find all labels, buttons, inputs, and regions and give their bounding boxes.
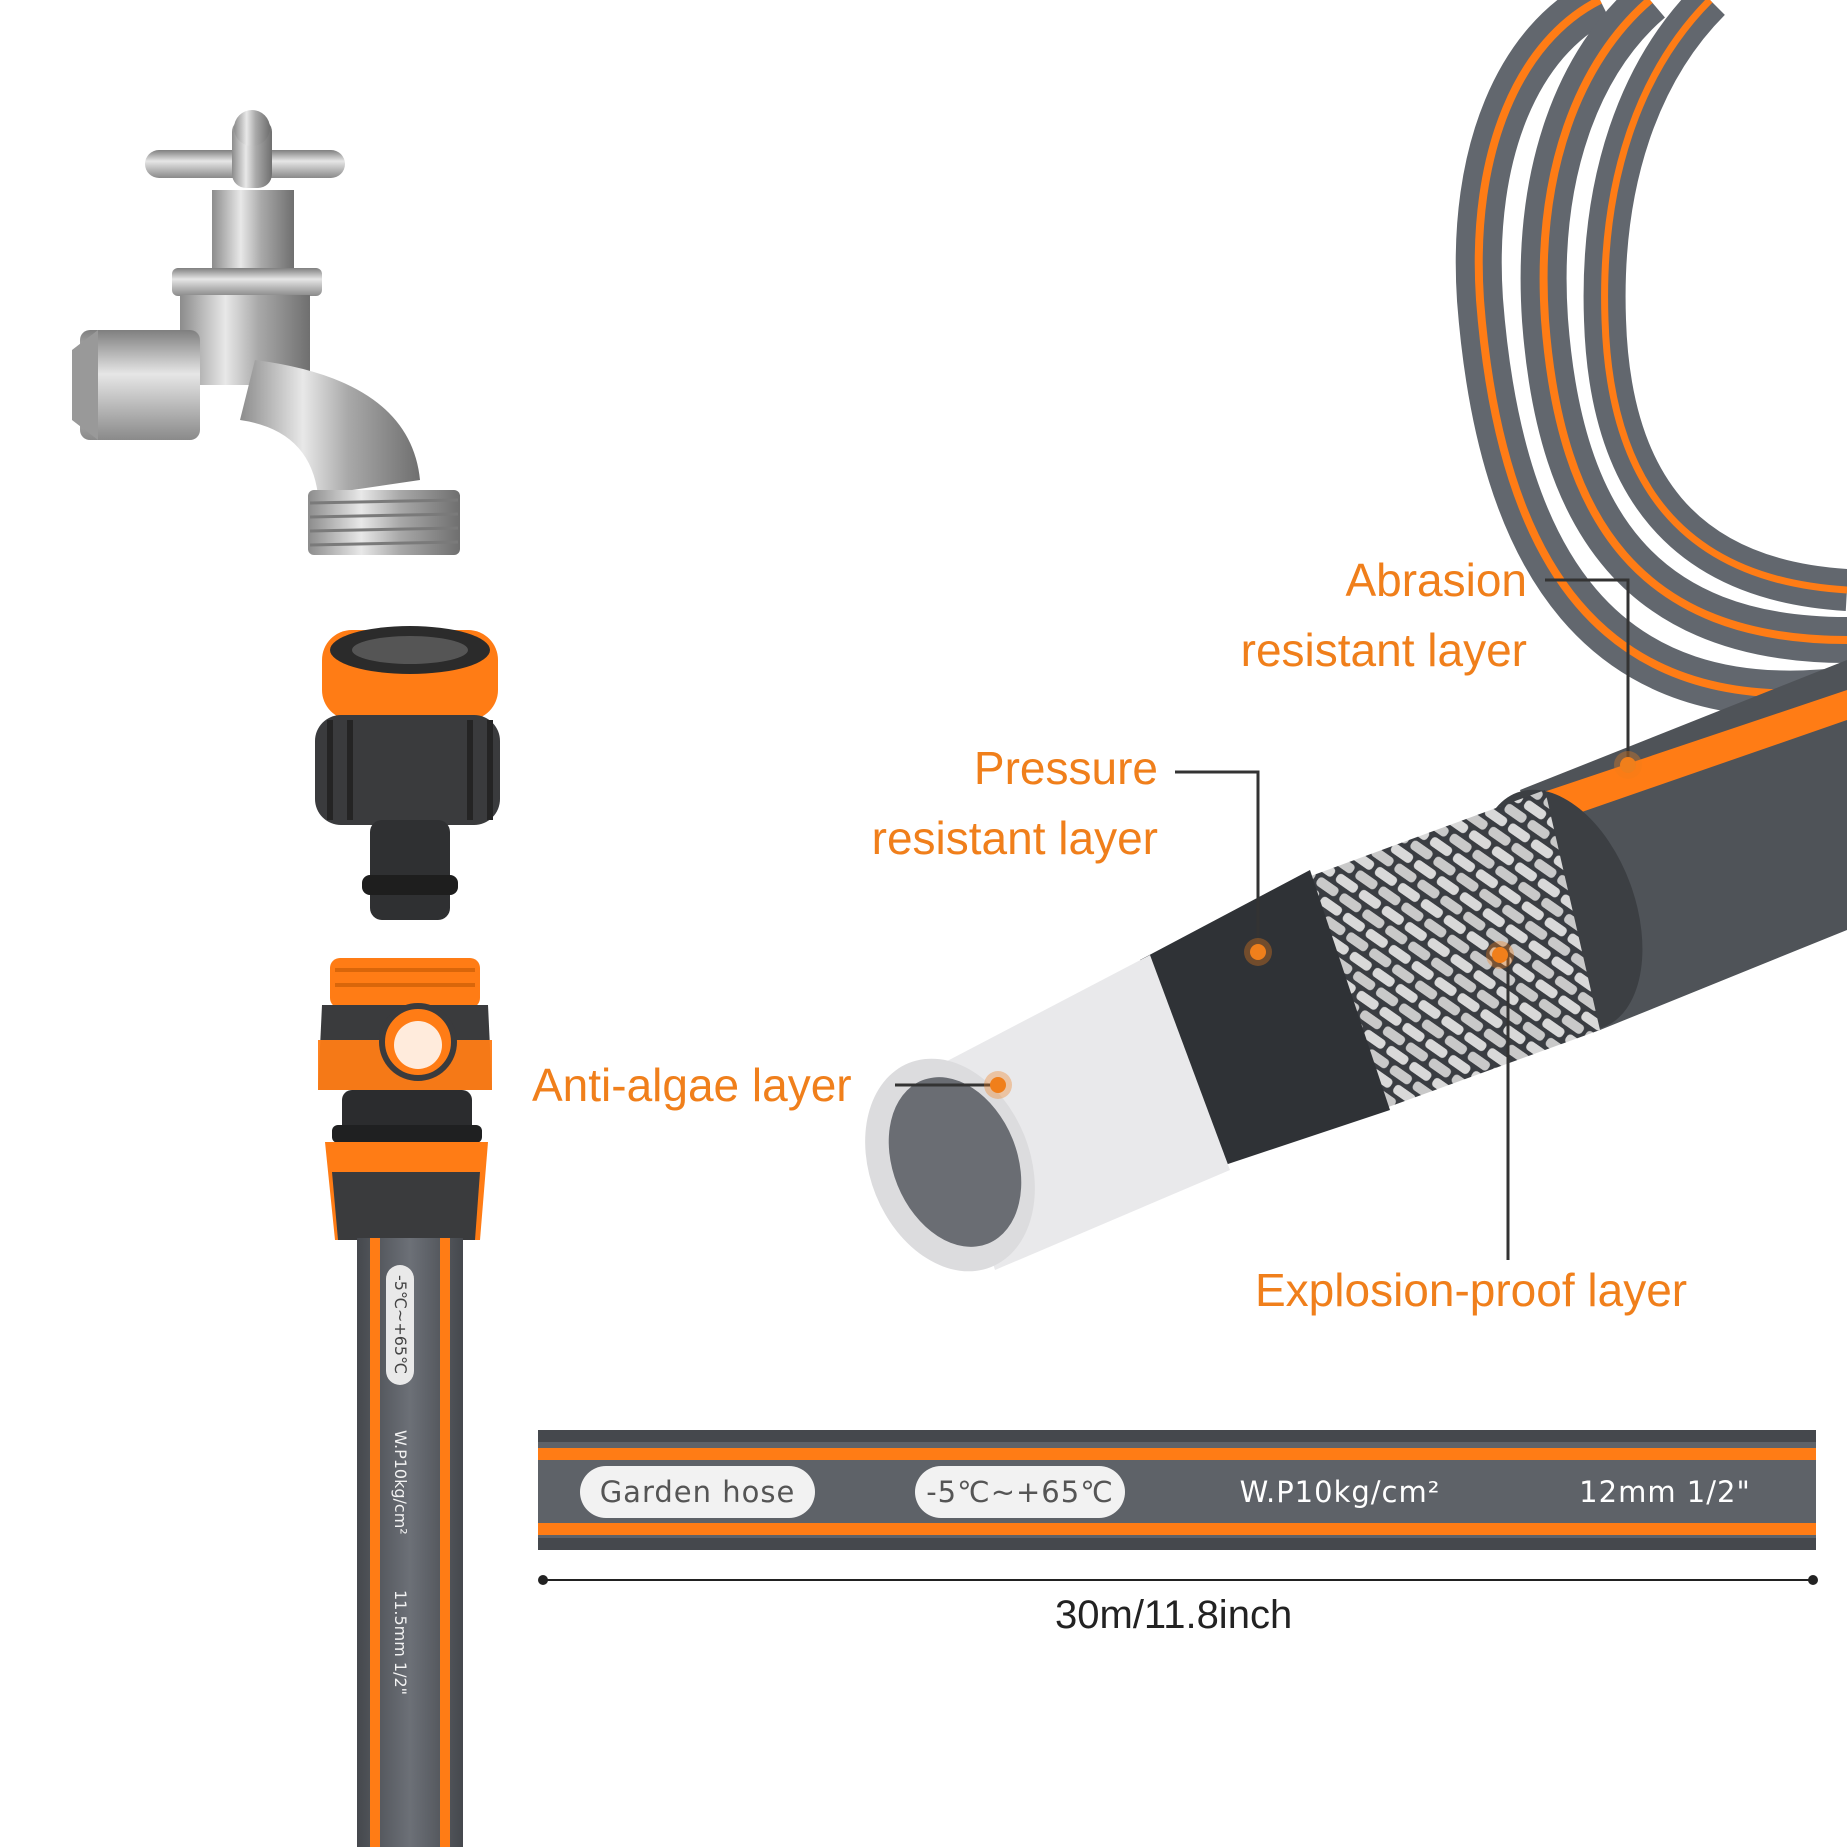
pressure-line-1: Pressure	[973, 742, 1158, 794]
pressure-line-2: resistant layer	[871, 812, 1158, 864]
faucet-icon	[72, 110, 460, 555]
callout-leaders	[895, 578, 1630, 1260]
tap-connector-icon	[315, 626, 500, 920]
quick-connector-icon	[318, 958, 492, 1240]
abrasion-callout: Abrasion resistant layer	[1241, 545, 1527, 685]
hose-strip	[538, 1430, 1816, 1550]
abrasion-line-2: resistant layer	[1240, 624, 1527, 676]
hose-cross-section	[865, 660, 1847, 1272]
length-dimension	[538, 1575, 1818, 1585]
hose-print-temperature: -5℃~+65℃	[915, 1466, 1125, 1518]
explosion-callout: Explosion-proof layer	[1255, 1264, 1688, 1316]
coiled-hose	[1455, 0, 1847, 717]
vertical-print-temperature: -5℃~+65℃	[391, 1275, 410, 1375]
hose-print-size: 12mm 1/2"	[1579, 1475, 1751, 1509]
vertical-hose	[357, 1238, 463, 1847]
pressure-callout: Pressure resistant layer	[872, 733, 1158, 873]
hose-print-pressure: W.P10kg/cm²	[1239, 1475, 1441, 1509]
length-label: 30m/11.8inch	[1055, 1593, 1293, 1637]
anti-algae-callout: Anti-algae layer	[532, 1059, 852, 1111]
vertical-print-size: 11.5mm 1/2"	[391, 1590, 410, 1695]
vertical-print-pressure: W.P10kg/cm²	[391, 1430, 410, 1535]
hose-print-label: Garden hose	[580, 1466, 815, 1518]
callout-dots	[984, 751, 1642, 1099]
abrasion-line-1: Abrasion	[1345, 554, 1527, 606]
